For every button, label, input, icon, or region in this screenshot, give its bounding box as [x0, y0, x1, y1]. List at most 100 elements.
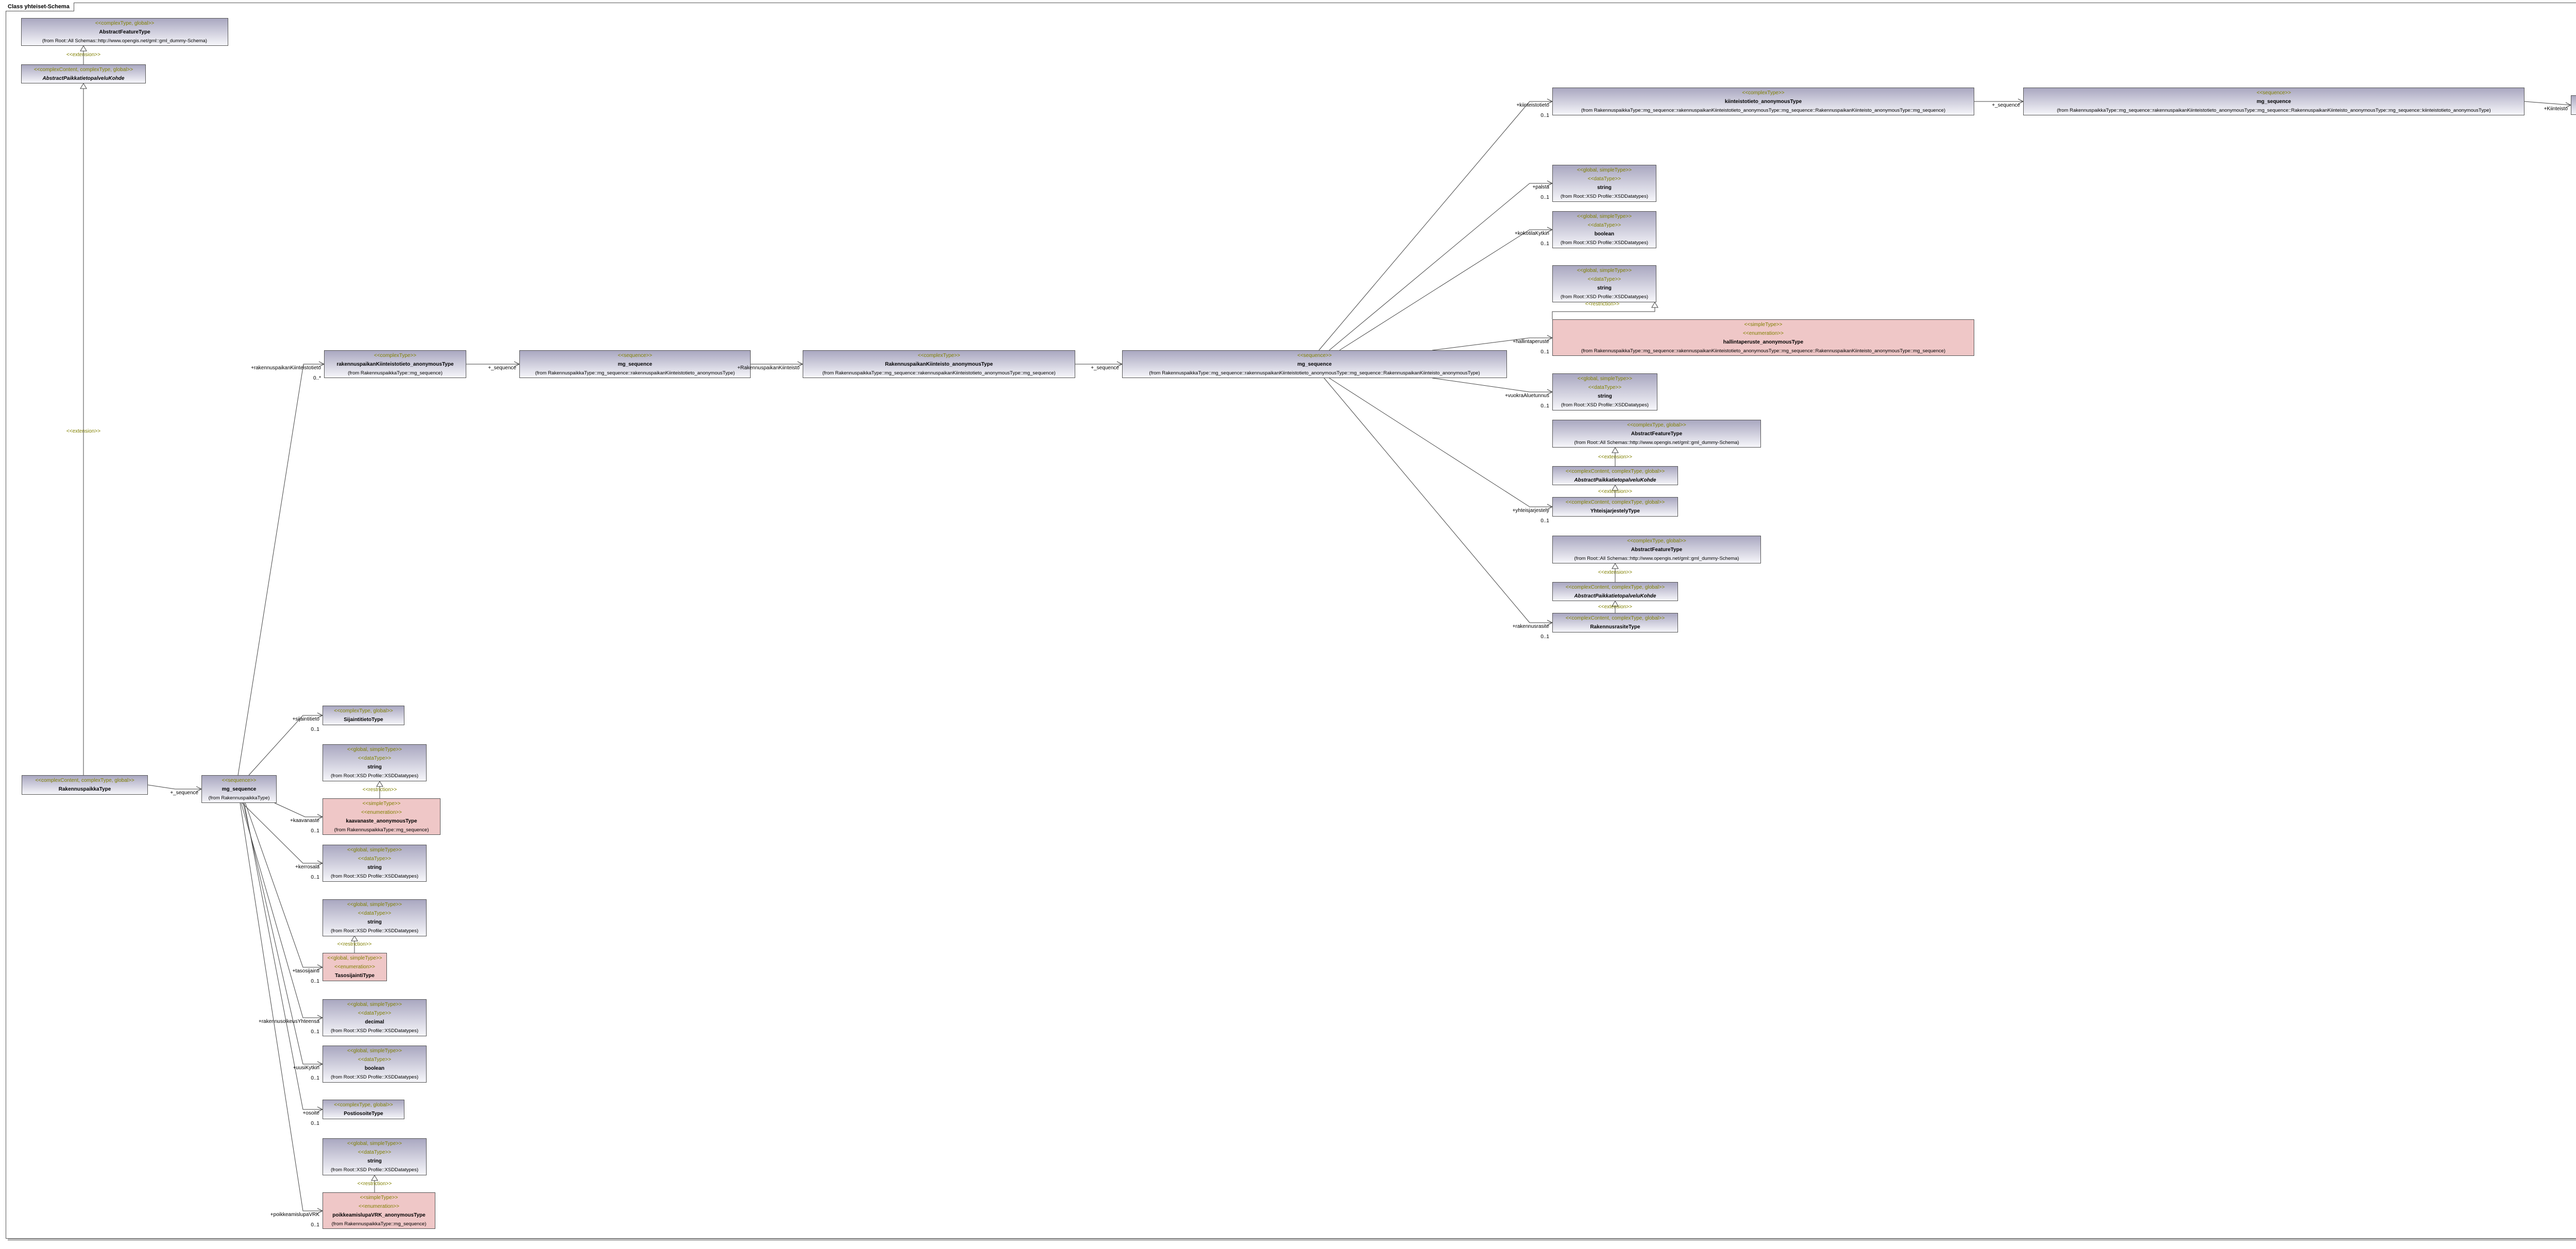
association-role-label: +yhteisjarjestely: [1512, 508, 1549, 514]
class-box-string[interactable]: <<global, simpleType>><<dataType>>string…: [323, 845, 427, 882]
class-name: string: [367, 1158, 382, 1164]
association-multiplicity: 0..1: [1540, 195, 1549, 200]
association-multiplicity: 0..1: [1540, 518, 1549, 524]
association-multiplicity: 0..1: [311, 1075, 319, 1081]
class-stereotype: <<enumeration>>: [1743, 330, 1784, 336]
association-line: [1339, 229, 1552, 351]
class-stereotype: <<global, simpleType>>: [327, 955, 382, 961]
class-name: rakennuspaikanKiinteistotieto_anonymousT…: [336, 361, 454, 367]
class-box-boolean[interactable]: <<global, simpleType>><<dataType>>boolea…: [1552, 211, 1656, 248]
association-line: [243, 802, 323, 1065]
generalization-label: <<extension>>: [1598, 489, 1633, 494]
class-box-string[interactable]: <<global, simpleType>><<dataType>>string…: [323, 899, 427, 936]
class-box-kiinteistotieto-anonymoustype[interactable]: <<complexType>>kiinteistotieto_anonymous…: [1552, 88, 1974, 115]
association-role-label: +osoite: [302, 1110, 319, 1116]
class-origin-path: (from Root::XSD Profile::XSDDatatypes): [331, 874, 418, 879]
class-name: mg_sequence: [618, 361, 652, 367]
class-stereotype: <<dataType>>: [1587, 223, 1621, 228]
hollow-triangle-icon: [371, 1175, 378, 1181]
association-line: [240, 802, 323, 1211]
class-box-string[interactable]: <<global, simpleType>><<dataType>>string…: [1552, 265, 1656, 302]
class-stereotype: <<global, simpleType>>: [347, 1141, 402, 1147]
class-box-abstractfeaturetype[interactable]: <<complexType, global>>AbstractFeatureTy…: [1552, 536, 1761, 563]
class-name: AbstractFeatureType: [99, 29, 150, 35]
class-stereotype: <<global, simpleType>>: [347, 847, 402, 853]
class-box-abstractfeaturetype[interactable]: <<complexType, global>>AbstractFeatureTy…: [21, 18, 228, 46]
hollow-triangle-icon: [80, 45, 87, 52]
hollow-triangle-icon: [1612, 447, 1619, 453]
class-box-yhteisjarjestelytype[interactable]: <<complexContent, complexType, global>>Y…: [1552, 497, 1678, 517]
association-multiplicity: 0..1: [311, 828, 319, 834]
class-box-mg-sequence[interactable]: <<sequence>>mg_sequence(from Rakennuspai…: [2023, 88, 2524, 115]
class-name: TasosijaintiType: [335, 973, 375, 979]
class-box-string[interactable]: <<global, simpleType>><<dataType>>string…: [323, 1138, 427, 1175]
class-name: hallintaperuste_anonymousType: [1723, 339, 1804, 345]
class-box-abstractpaikkatietopalvelukohde[interactable]: <<complexContent, complexType, global>>A…: [21, 64, 146, 83]
class-origin-path: (from RakennuspaikkaType::mg_sequence::r…: [1581, 107, 1946, 113]
class-name: decimal: [365, 1019, 384, 1025]
association-role-label: +rakennusrasite: [1512, 624, 1549, 629]
association-role-label: +kaavanaste: [290, 818, 319, 824]
association-role-label: +kokotilaKytkin: [1515, 231, 1549, 236]
class-box-kaavanaste-anonymoustype[interactable]: <<simpleType>><<enumeration>>kaavanaste_…: [323, 798, 440, 835]
generalization-label: <<extension>>: [66, 52, 101, 58]
class-box-rakennuspaikankiinteisto-anonymoustype[interactable]: <<complexType>> RakennuspaikanKiinteisto_…: [803, 350, 1075, 378]
class-origin-path: (from Root::XSD Profile::XSDDatatypes): [1561, 194, 1648, 199]
class-box-string[interactable]: <<global, simpleType>><<dataType>>string…: [1552, 165, 1656, 202]
association-role-label: +hallintaperuste: [1513, 339, 1549, 345]
class-origin-path: (from Root::XSD Profile::XSDDatatypes): [331, 1167, 418, 1173]
class-box-mg-sequence[interactable]: <<sequence>>mg_sequence(from Rakennuspai…: [519, 350, 751, 378]
class-name: mg_sequence: [2257, 98, 2291, 105]
class-box-sijaintitietotype[interactable]: <<complexType, global>>SijaintitietoType: [323, 706, 404, 725]
class-stereotype: <<dataType>>: [358, 1057, 392, 1063]
class-box-tasosijaintitype[interactable]: <<global, simpleType>><<enumeration>>Tas…: [323, 953, 387, 981]
generalization-label: <<restriction>>: [357, 1181, 392, 1187]
hollow-triangle-icon: [351, 935, 358, 942]
class-name: PostiosoiteType: [344, 1111, 383, 1117]
class-name: RakennusrasiteType: [1590, 624, 1640, 630]
association-role-label: +vuokraAluetunnus: [1505, 393, 1549, 399]
class-box-rakennusrasitetype[interactable]: <<complexContent, complexType, global>>R…: [1552, 613, 1678, 632]
class-name: RakennuspaikanKiinteisto_anonymousType: [885, 361, 993, 367]
class-box-string[interactable]: <<global, simpleType>><<dataType>>string…: [323, 744, 427, 781]
class-box-abstractpaikkatietopalvelukohde[interactable]: <<complexContent, complexType, global>>A…: [1552, 466, 1678, 485]
class-box-rakennuspaikkatype[interactable]: <<complexContent, complexType, global>>R…: [22, 775, 148, 795]
class-box-kiinteistotype[interactable]: <<complexType, global>>KiinteistoType: [2571, 95, 2576, 115]
class-name: AbstractFeatureType: [1631, 431, 1683, 437]
association-multiplicity: 0..1: [311, 1029, 319, 1035]
class-box-hallintaperuste-anonymoustype[interactable]: <<simpleType>><<enumeration>>hallintaper…: [1552, 319, 1974, 356]
class-origin-path: (from RakennuspaikkaType::mg_sequence): [331, 1221, 427, 1227]
class-box-rakennuspaikankiinteistotieto-anonymoustype[interactable]: <<complexType>>rakennuspaikanKiinteistot…: [324, 350, 466, 378]
class-stereotype: <<complexType>>: [918, 352, 960, 358]
class-box-mg-sequence[interactable]: <<sequence>>mg_sequence(from Rakennuspai…: [1122, 350, 1507, 378]
association-line: [248, 715, 323, 776]
class-name: AbstractPaikkatietopalveluKohde: [1574, 477, 1656, 483]
class-box-string[interactable]: <<global, simpleType>><<dataType>>string…: [1552, 373, 1657, 410]
class-box-mg-sequence[interactable]: <<sequence>>mg_sequence(from Rakennuspai…: [201, 775, 277, 803]
class-name: kaavanaste_anonymousType: [346, 818, 417, 824]
class-box-abstractpaikkatietopalvelukohde[interactable]: <<complexContent, complexType, global>>A…: [1552, 582, 1678, 601]
class-box-decimal[interactable]: <<global, simpleType>><<dataType>>decima…: [323, 999, 427, 1036]
class-name: string: [1598, 393, 1612, 399]
class-origin-path: (from RakennuspaikkaType::mg_sequence::r…: [1149, 370, 1480, 376]
generalization-label: <<restriction>>: [1585, 301, 1620, 307]
class-box-postiosoitetype[interactable]: <<complexType, global>>PostiosoiteType: [323, 1100, 404, 1119]
association-line: [2524, 101, 2571, 106]
class-name: AbstractPaikkatietopalveluKohde: [42, 75, 125, 81]
class-origin-path: (from RakennuspaikkaType): [208, 795, 270, 801]
class-box-poikkeamislupavrk-anonymoustype[interactable]: <<simpleType>><<enumeration>>poikkeamisl…: [323, 1192, 435, 1229]
association-multiplicity: 0..1: [311, 1121, 319, 1126]
class-name: YhteisjarjestelyType: [1590, 508, 1640, 514]
class-box-abstractfeaturetype[interactable]: <<complexType, global>> AbstractFeatureTy…: [1552, 420, 1761, 448]
association-line: [147, 784, 201, 790]
class-origin-path: (from Root::All Schemas::http://www.open…: [42, 38, 207, 44]
association-line: [238, 364, 324, 776]
class-box-boolean[interactable]: <<global, simpleType>><<dataType>>boolea…: [323, 1046, 427, 1083]
diagram-title: Class yhteiset-Schema: [6, 3, 74, 11]
class-stereotype: <<complexType, global>>: [1627, 538, 1686, 544]
class-name: AbstractPaikkatietopalveluKohde: [1574, 593, 1656, 599]
class-stereotype: <<sequence>>: [618, 352, 652, 358]
association-role-label: +poikkeamislupaVRK: [270, 1212, 319, 1218]
association-line: [242, 802, 323, 864]
class-stereotype: <<complexType, global>>: [1627, 422, 1686, 428]
